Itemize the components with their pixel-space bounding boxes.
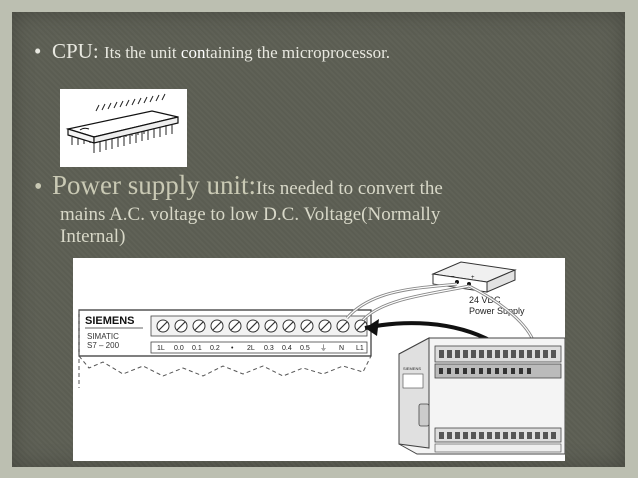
terminal-screws xyxy=(150,315,368,337)
power-supply-text-1: Its needed to convert the xyxy=(256,178,443,199)
power-supply-text-2: mains A.C. voltage to low D.C. Voltage(N… xyxy=(60,204,441,225)
arrow-icon xyxy=(365,319,379,336)
power-supply-text-3: Internal) xyxy=(60,226,126,247)
terminal-label: N xyxy=(339,345,344,352)
plc-model-line1: SIMATIC xyxy=(87,332,119,341)
terminal-label: ⏚ xyxy=(320,344,327,352)
terminal-label: 0.5 xyxy=(300,345,310,352)
terminal-label: 0.1 xyxy=(192,345,202,352)
cpu-text-highlight: con xyxy=(180,43,206,62)
terminal-label: 0.3 xyxy=(264,345,274,352)
plc-small-brand: SIEMENS xyxy=(403,366,421,371)
cpu-heading: CPU: xyxy=(52,39,104,63)
psu-label-voltage: 24 VDC xyxy=(469,295,501,305)
terminal-label: 0.0 xyxy=(174,345,184,352)
bullet-dot: • xyxy=(34,39,42,63)
svg-text:–: – xyxy=(451,274,455,280)
microprocessor-chip-image xyxy=(60,89,187,167)
terminal-label: 1L xyxy=(157,345,165,352)
terminal-label: 2L xyxy=(247,345,255,352)
terminal-label: • xyxy=(231,345,234,352)
cpu-text-b: taining the microprocessor. xyxy=(205,43,391,62)
terminal-label: 0.2 xyxy=(210,345,220,352)
chip-icon xyxy=(65,93,179,153)
svg-text:+: + xyxy=(471,275,475,281)
power-supply-heading: Power supply unit: xyxy=(52,170,257,200)
plc-diagram-svg: SIEMENS SIMATIC S7 – 200 xyxy=(78,261,566,455)
plc-brand: SIEMENS xyxy=(85,315,135,327)
plc-power-supply-diagram: SIEMENS SIMATIC S7 – 200 xyxy=(73,258,566,461)
terminal-label: L1 xyxy=(356,345,364,352)
bullet-power-supply: • Power supply unit:Its needed to convert… xyxy=(34,171,594,248)
bullet-cpu: • CPU: Its the unit containing the microp… xyxy=(34,38,390,66)
plc-unit: SIEMENS xyxy=(398,337,566,455)
bullet-dot: • xyxy=(34,174,43,200)
plc-model-line2: S7 – 200 xyxy=(87,341,120,350)
terminal-label: 0.4 xyxy=(282,345,292,352)
cpu-text-a: Its the unit xyxy=(103,43,181,62)
psu-label-name: Power Supply xyxy=(469,306,525,316)
